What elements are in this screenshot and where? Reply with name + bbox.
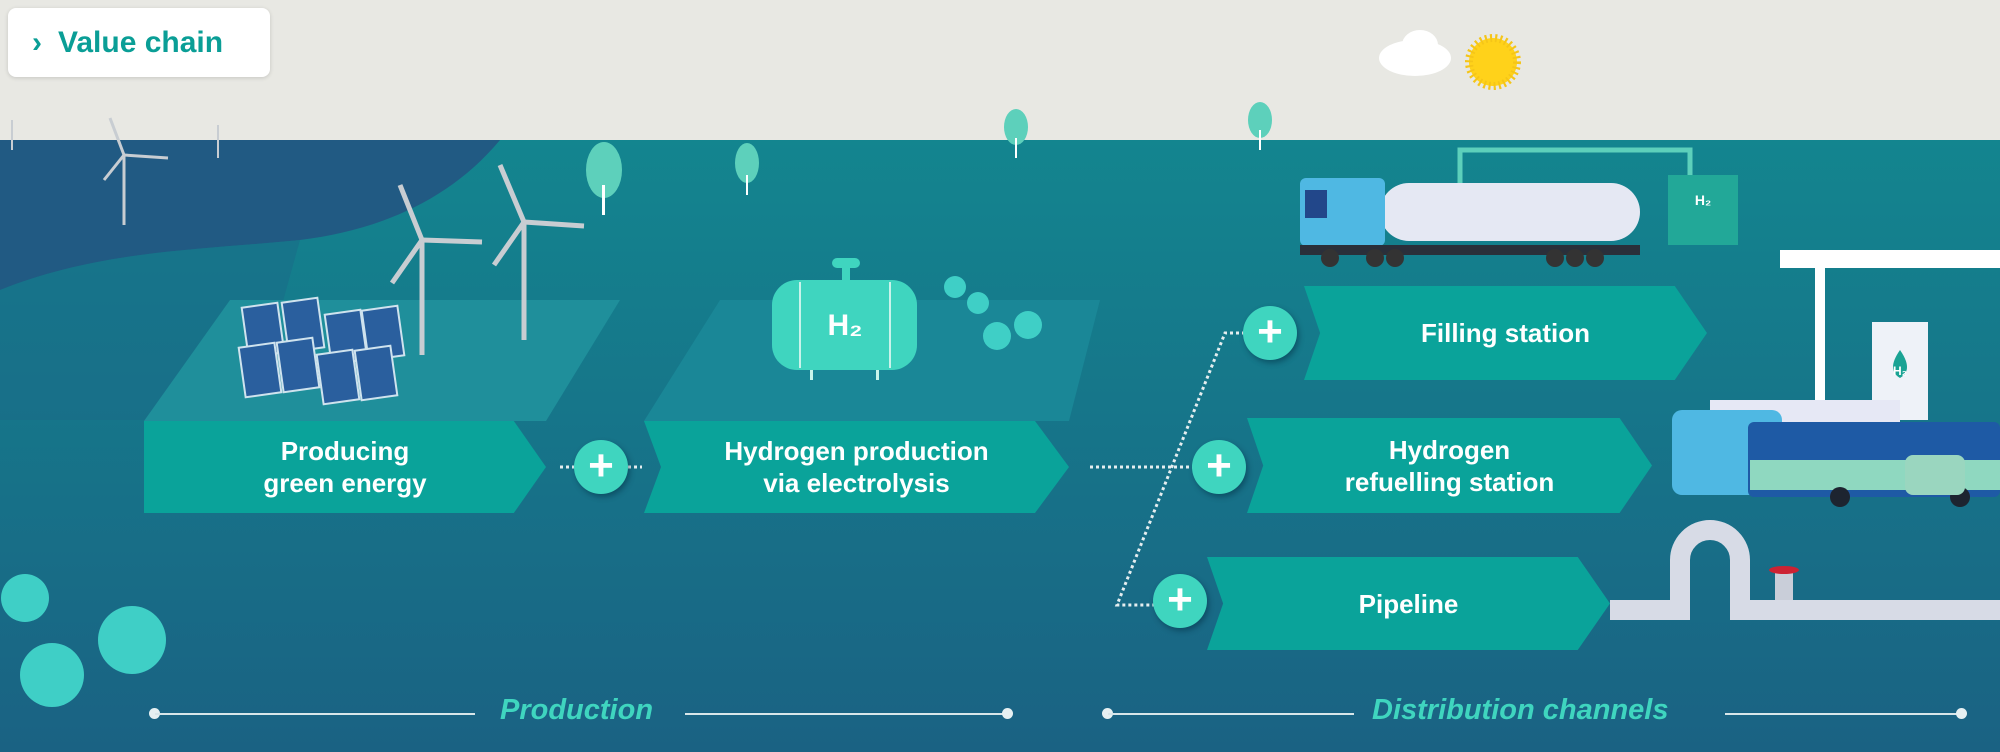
divider-line: [1108, 713, 1354, 715]
divider-dot: [1102, 708, 1113, 719]
hydrogen-tank-icon: H₂: [772, 258, 917, 380]
plus-button-pipeline[interactable]: +: [1153, 574, 1207, 628]
solar-panel-icon: [237, 296, 406, 406]
step-label-line1: Producing: [280, 436, 410, 466]
chevron-right-icon: ›: [32, 25, 42, 59]
cloud-icon: [1379, 30, 1451, 76]
channel-label-line2: refuelling station: [1344, 466, 1555, 497]
plus-button-filling-station[interactable]: +: [1243, 306, 1297, 360]
divider-dot: [149, 708, 160, 719]
molecule-icon: [1, 276, 1042, 707]
svg-text:H₂: H₂: [828, 309, 863, 342]
divider-dot: [1956, 708, 1967, 719]
section-label-distribution: Distribution channels: [1372, 694, 1669, 726]
svg-text:H₂: H₂: [1695, 192, 1711, 208]
tanker-truck-icon: H₂: [1300, 147, 1738, 267]
value-chain-toggle-button[interactable]: › Value chain: [8, 8, 270, 77]
divider-dot: [1002, 708, 1013, 719]
pipeline-icon: [1610, 520, 2000, 620]
value-chain-label: Value chain: [58, 25, 224, 59]
channel-filling-station[interactable]: Filling station: [1304, 286, 1707, 380]
sun-icon: [1465, 34, 1521, 90]
step-label-line2: green energy: [263, 468, 427, 498]
step-label-line2: via electrolysis: [763, 468, 950, 498]
connector-lines: [560, 331, 1245, 607]
section-label-production: Production: [500, 694, 654, 726]
channel-label-line1: Hydrogen: [1388, 434, 1511, 465]
channel-pipeline[interactable]: Pipeline: [1207, 557, 1610, 650]
step-label-line1: Hydrogen production: [724, 436, 989, 466]
plus-button-production[interactable]: +: [574, 440, 628, 494]
divider-line: [685, 713, 1005, 715]
divider-line: [155, 713, 475, 715]
svg-text:H₂: H₂: [1893, 364, 1907, 378]
wind-turbine-icon: [11, 117, 585, 355]
tree-icon: [586, 102, 1272, 215]
channel-label: Filling station: [1421, 318, 1590, 348]
divider-line: [1725, 713, 1960, 715]
bus-icon: [1672, 410, 2000, 507]
channel-label: Pipeline: [1358, 588, 1459, 619]
sky: [0, 0, 2000, 140]
plus-button-refuelling-station[interactable]: +: [1192, 440, 1246, 494]
